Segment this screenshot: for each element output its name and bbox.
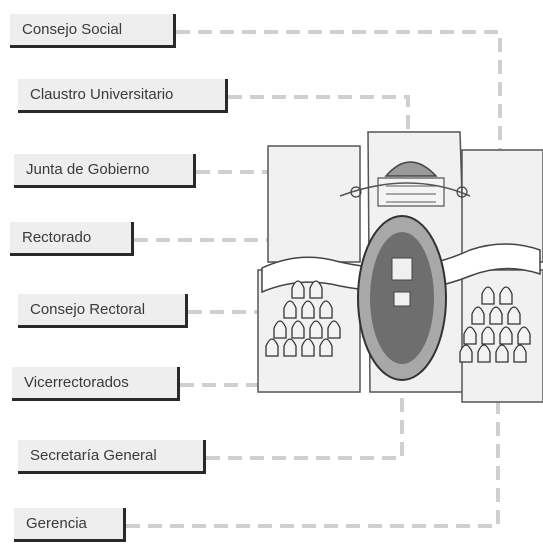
- label-consejo-social: Consejo Social: [10, 14, 176, 48]
- dome-knot-left: [350, 186, 362, 198]
- oval-figure-base: [393, 291, 411, 307]
- person-figure: [319, 338, 333, 357]
- building: [257, 131, 543, 403]
- person-figure: [309, 320, 323, 339]
- building-top-left: [267, 145, 361, 263]
- connector-consejo-social: [176, 30, 502, 150]
- person-figure: [283, 300, 297, 319]
- person-figure: [463, 326, 477, 345]
- label-secretaria-general: Secretaría General: [18, 440, 206, 474]
- person-figure: [481, 326, 495, 345]
- person-figure: [319, 300, 333, 319]
- connector-gerencia: [126, 402, 500, 528]
- person-figure: [291, 280, 305, 299]
- person-figure: [481, 286, 495, 305]
- label-vicerrectorados: Vicerrectorados: [12, 367, 180, 401]
- oval-figure: [391, 257, 413, 281]
- label-rectorado: Rectorado: [10, 222, 134, 256]
- person-figure: [477, 344, 491, 363]
- person-figure: [499, 326, 513, 345]
- person-figure: [507, 306, 521, 325]
- person-figure: [327, 320, 341, 339]
- label-junta-de-gobierno: Junta de Gobierno: [14, 154, 196, 188]
- person-figure: [495, 344, 509, 363]
- central-oval: [357, 215, 447, 381]
- dome-lines: [386, 185, 436, 203]
- person-figure: [265, 338, 279, 357]
- figure-groups: [265, 280, 531, 363]
- person-figure: [513, 344, 527, 363]
- building-top-right: [461, 149, 543, 263]
- dome-cap: [384, 161, 438, 177]
- label-claustro-universitario: Claustro Universitario: [18, 79, 228, 113]
- person-figure: [471, 306, 485, 325]
- label-gerencia: Gerencia: [14, 508, 126, 542]
- person-figure: [499, 286, 513, 305]
- person-figure: [273, 320, 287, 339]
- person-figure: [459, 344, 473, 363]
- dome: [339, 161, 471, 207]
- connector-claustro: [228, 95, 410, 132]
- person-figure: [283, 338, 297, 357]
- connector-secretaria: [206, 392, 404, 460]
- person-figure: [309, 280, 323, 299]
- person-figure: [517, 326, 531, 345]
- person-figure: [301, 300, 315, 319]
- connectors: [126, 30, 502, 528]
- person-figure: [301, 338, 315, 357]
- person-figure: [489, 306, 503, 325]
- person-figure: [291, 320, 305, 339]
- label-consejo-rectoral: Consejo Rectoral: [18, 294, 188, 328]
- dome-knot-right: [456, 186, 468, 198]
